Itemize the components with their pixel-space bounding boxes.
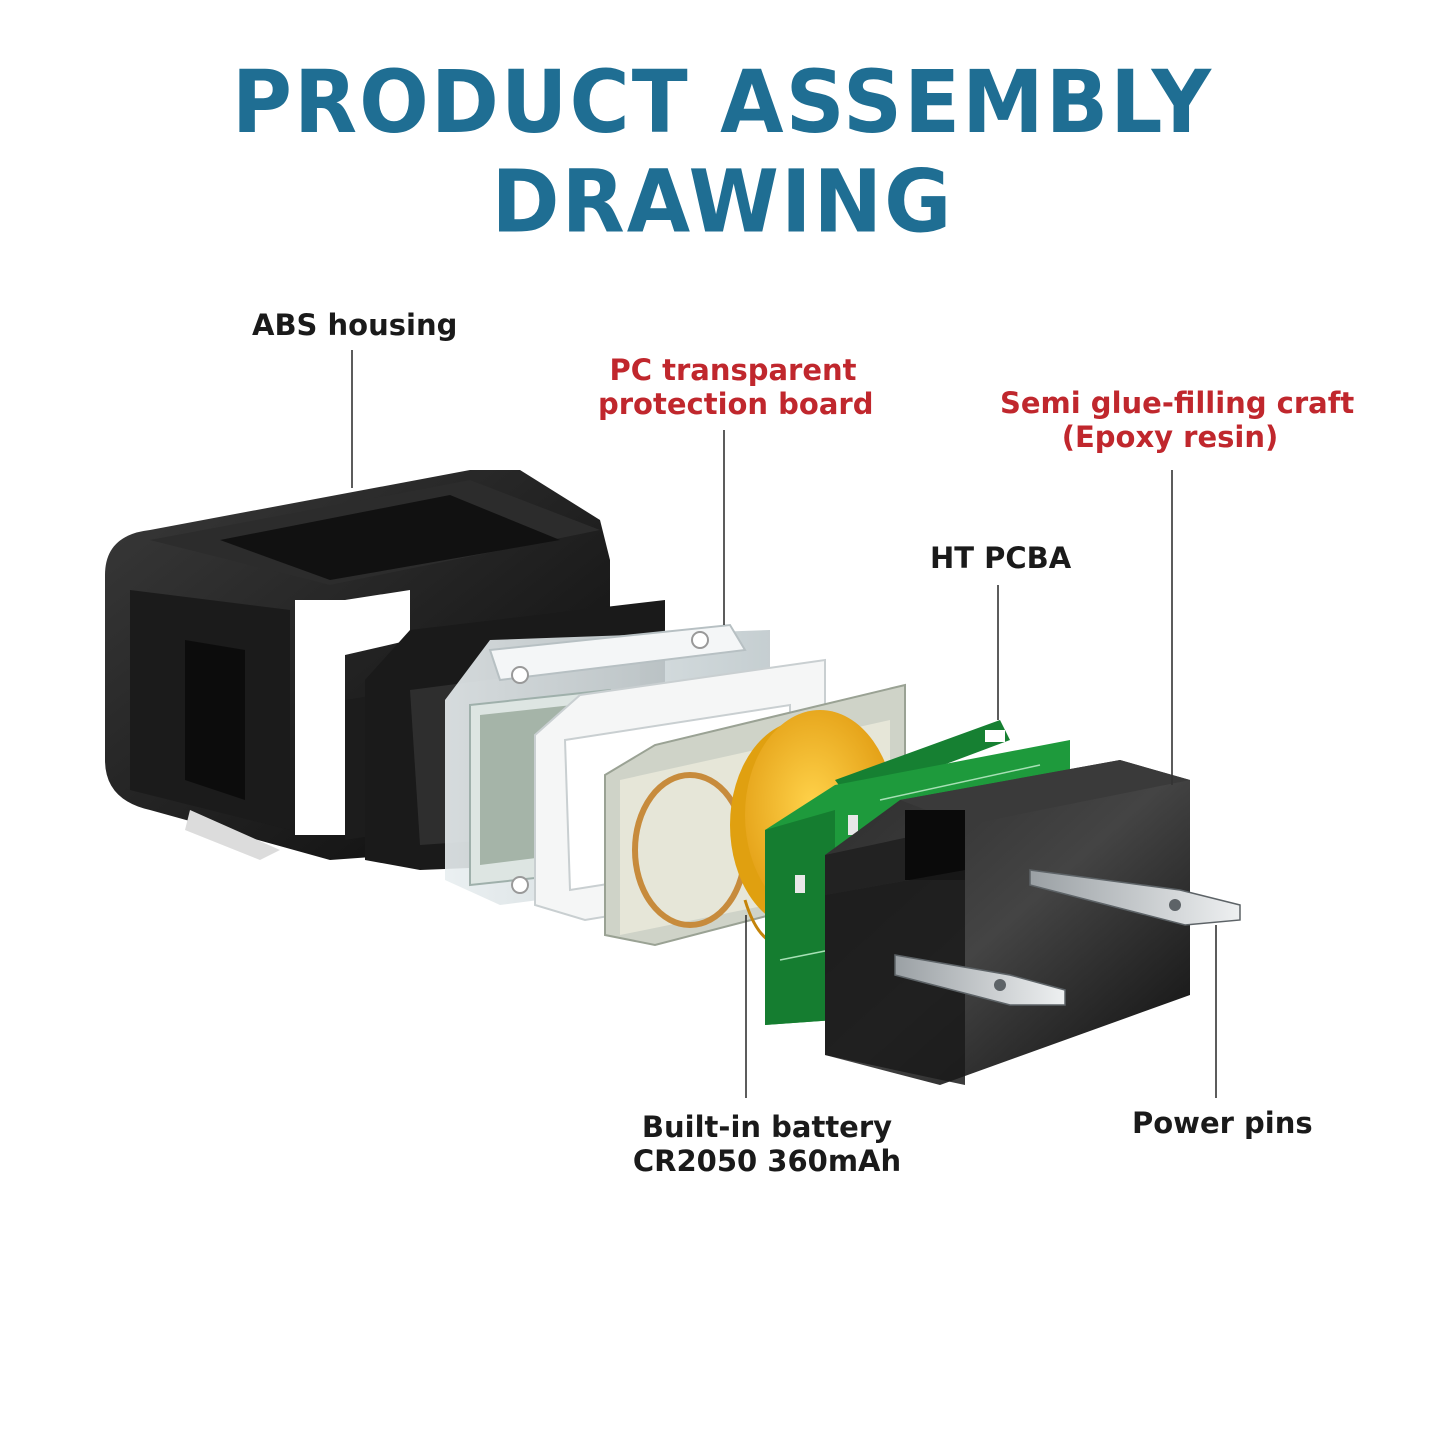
abs-housing-part: [105, 470, 610, 860]
label-ht-pcba: HT PCBA: [930, 541, 1072, 575]
leader-lines: [351, 350, 1217, 1098]
power-pins-part: [894, 869, 1241, 1006]
page-title: PRODUCT ASSEMBLY DRAWING: [231, 53, 1214, 253]
label-semi-glue-filling: Semi glue-filling craft (Epoxy resin): [1000, 386, 1355, 454]
label-built-in-battery: Built-in battery CR2050 360mAh: [632, 1110, 902, 1178]
label-pc-transparent-board: PC transparent protection board: [598, 353, 874, 421]
label-abs-housing: ABS housing: [252, 308, 458, 342]
label-power-pins: Power pins: [1132, 1106, 1313, 1140]
epoxy-resin-part: [825, 760, 1190, 1085]
